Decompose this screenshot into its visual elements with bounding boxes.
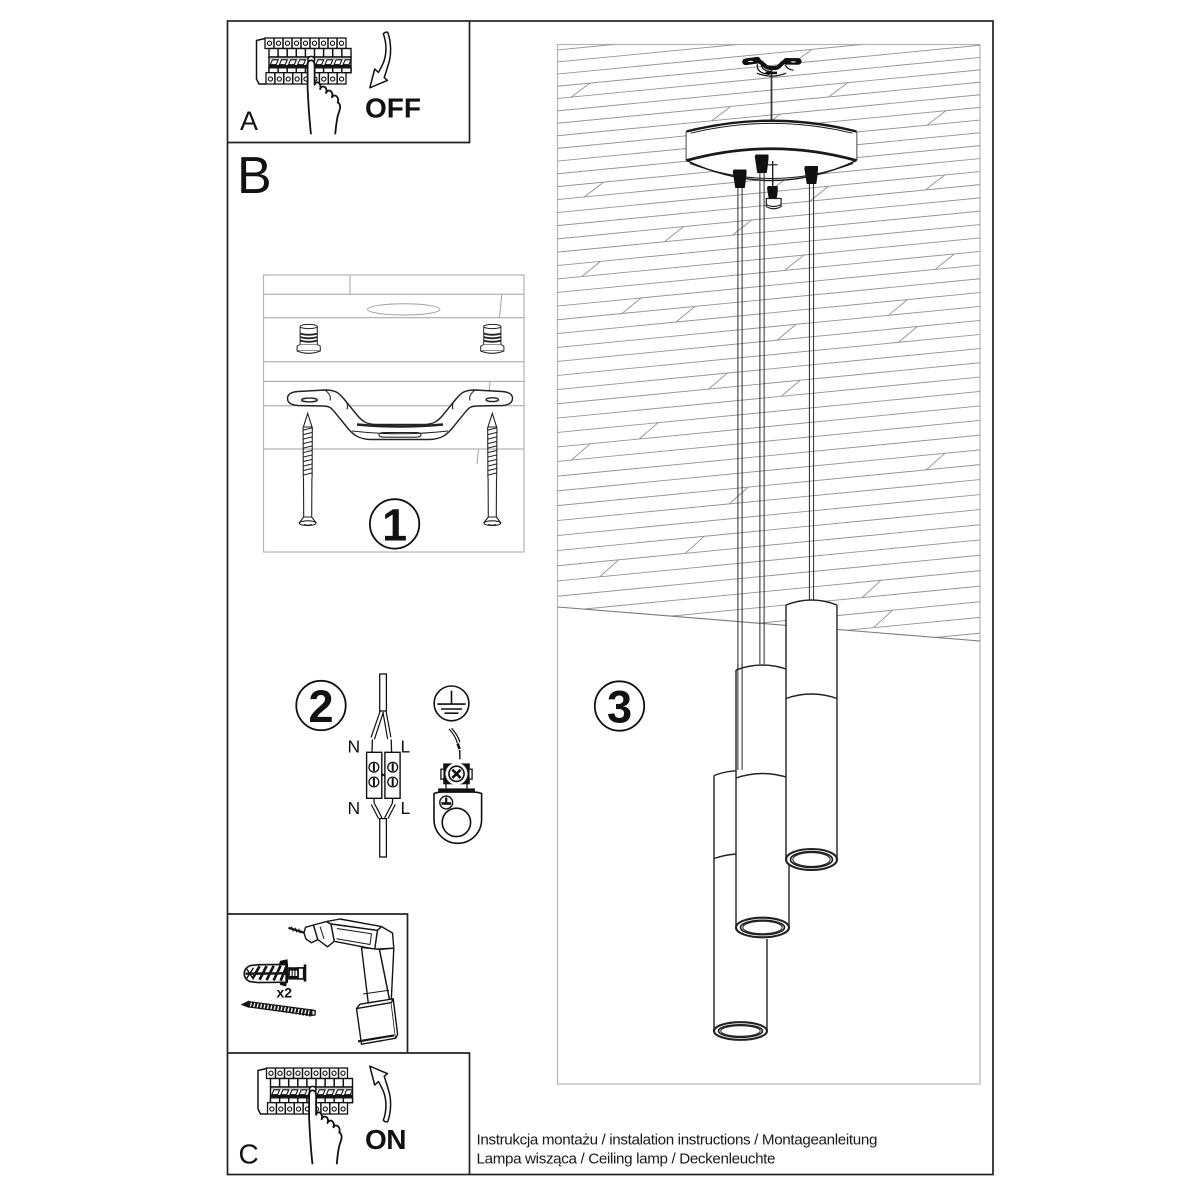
svg-text:1: 1 xyxy=(382,499,407,550)
svg-text:x2: x2 xyxy=(277,985,293,1001)
svg-text:Lampa wisząca / Ceiling lamp /: Lampa wisząca / Ceiling lamp / Deckenleu… xyxy=(477,1150,776,1167)
svg-text:3: 3 xyxy=(607,682,632,733)
svg-text:N: N xyxy=(348,737,361,757)
svg-text:L: L xyxy=(401,798,411,818)
svg-text:ON: ON xyxy=(365,1124,406,1155)
svg-text:Instrukcja montażu / instalati: Instrukcja montażu / instalation instruc… xyxy=(477,1132,878,1149)
svg-text:C: C xyxy=(239,1139,259,1170)
svg-text:2: 2 xyxy=(308,681,333,732)
svg-text:B: B xyxy=(237,147,272,205)
svg-text:OFF: OFF xyxy=(365,93,421,124)
svg-text:N: N xyxy=(348,798,361,818)
svg-text:A: A xyxy=(240,106,258,136)
svg-text:L: L xyxy=(401,737,411,757)
